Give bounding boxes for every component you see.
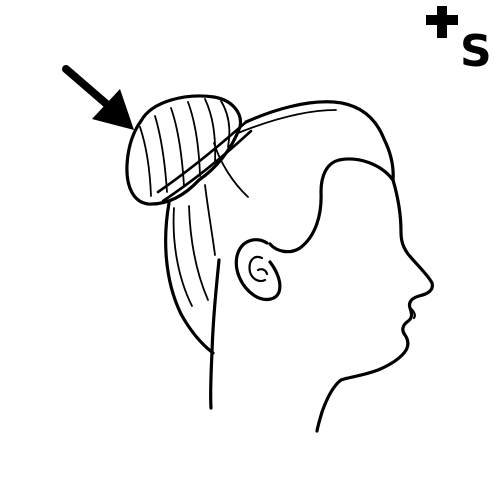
logo-letter: S	[460, 26, 492, 72]
plus-icon	[426, 6, 458, 38]
face-profile	[315, 178, 434, 433]
nape	[208, 258, 221, 410]
brand-logo: S	[426, 6, 492, 72]
back-of-head	[164, 201, 215, 355]
hairline	[268, 157, 395, 254]
ear	[234, 238, 282, 302]
arrow-down-right-icon	[62, 65, 134, 130]
head-outline	[125, 94, 434, 433]
hair-bun	[125, 94, 253, 206]
top-of-head	[244, 100, 395, 182]
hair-strands	[172, 207, 193, 307]
